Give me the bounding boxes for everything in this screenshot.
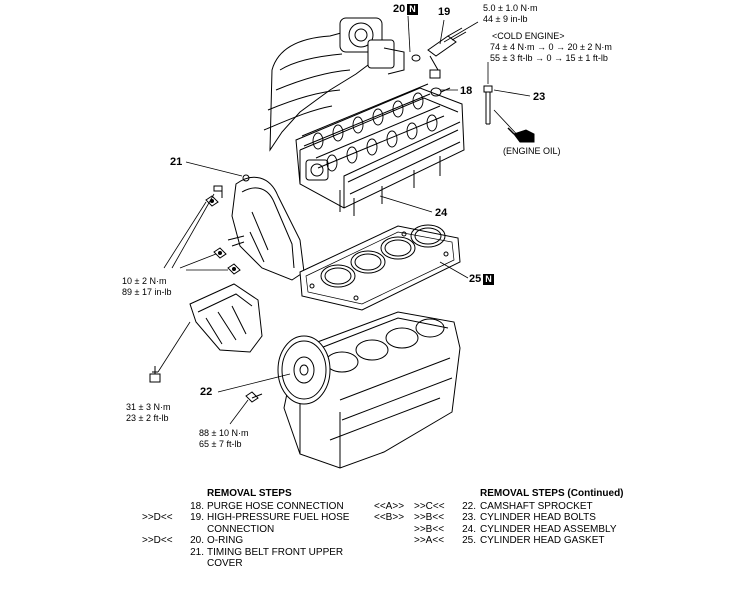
removal-steps-title: REMOVAL STEPS: [207, 488, 292, 499]
removal-steps-continued-title: REMOVAL STEPS (Continued): [480, 488, 624, 499]
step-text: CYLINDER HEAD GASKET: [480, 535, 605, 546]
callout-23: 23: [533, 91, 546, 103]
torque-fuel-hose-line1: 5.0 ± 1.0 N·m: [483, 3, 538, 13]
step-number: 22.: [462, 500, 476, 512]
step-number: 18.: [190, 500, 204, 512]
cylinder-block: [283, 311, 461, 469]
callout-18: 18: [460, 85, 473, 97]
torque-fuel-hose-line2: 44 ± 9 in-lb: [483, 14, 528, 24]
removal-steps-continued: REMOVAL STEPS (Continued) <<A>> >>C<< 22…: [374, 488, 634, 547]
step-mark-install: >>A<<: [414, 535, 445, 546]
step-row: >>D<< 20. O-RING: [140, 535, 370, 547]
torque-fuel-hose: 5.0 ± 1.0 N·m 44 ± 9 in-lb: [483, 3, 537, 25]
torque-sprocket-bolt-line2: 65 ± 7 ft-lb: [199, 439, 242, 449]
step-mark-install: >>B<<: [414, 512, 445, 523]
torque-cold-engine-line1: 74 ± 4 N·m → 0 → 20 ± 2 N·m: [490, 42, 612, 52]
callout-22: 22: [200, 386, 213, 398]
camshaft-sprocket: [277, 335, 331, 405]
step-row: COVER: [140, 558, 370, 570]
torque-cold-engine-title: <COLD ENGINE>: [492, 31, 565, 41]
callout-25-badge: N: [483, 274, 494, 285]
step-text: CYLINDER HEAD BOLTS: [480, 512, 596, 523]
step-row: >>A<< 25. CYLINDER HEAD GASKET: [374, 535, 634, 547]
torque-sprocket-bolt-line1: 88 ± 10 N·m: [199, 428, 249, 438]
fuel-hose-connector: [427, 27, 467, 79]
torque-cover-bolts-line2: 89 ± 17 in-lb: [122, 287, 172, 297]
step-row: CONNECTION: [140, 524, 370, 536]
torque-cover-bolts: 10 ± 2 N·m 89 ± 17 in-lb: [122, 276, 171, 298]
removal-steps: REMOVAL STEPS 18. PURGE HOSE CONNECTION …: [140, 488, 370, 570]
step-number: 25.: [462, 535, 476, 546]
torque-cold-engine-line2: 55 ± 3 ft-lb → 0 → 15 ± 1 ft-lb: [490, 53, 608, 63]
step-mark-install: >>B<<: [414, 523, 445, 535]
step-number: 23.: [462, 512, 476, 523]
step-text: CYLINDER HEAD ASSEMBLY: [480, 523, 617, 535]
callout-20-number: 20: [393, 3, 406, 15]
step-mark-removal: <<B>>: [374, 512, 405, 523]
cover-bolt-4: [227, 263, 241, 275]
engine-oil-label: (ENGINE OIL): [503, 146, 561, 156]
torque-bracket-bolt-line2: 23 ± 2 ft-lb: [126, 413, 169, 423]
callout-21: 21: [170, 156, 183, 168]
step-row: <<B>> >>B<< 23. CYLINDER HEAD BOLTS: [374, 512, 634, 524]
step-text: HIGH-PRESSURE FUEL HOSE: [207, 512, 350, 523]
step-row: >>B<< 24. CYLINDER HEAD ASSEMBLY: [374, 524, 634, 536]
step-number: 21.: [190, 546, 204, 558]
cylinder-head-gasket: [299, 224, 461, 311]
bracket-bolt: [149, 366, 161, 383]
step-row: >>D<< 19. HIGH-PRESSURE FUEL HOSE: [140, 512, 370, 524]
step-mark-install: >>D<<: [142, 512, 173, 523]
step-row: 18. PURGE HOSE CONNECTION: [140, 501, 370, 513]
torque-cold-engine: <COLD ENGINE> 74 ± 4 N·m → 0 → 20 ± 2 N·…: [490, 31, 612, 64]
cylinder-head-assembly: [263, 17, 465, 216]
step-mark-install: >>D<<: [142, 535, 173, 546]
oil-can-icon: [507, 127, 535, 143]
o-ring: [411, 54, 421, 62]
callout-24: 24: [435, 207, 448, 219]
step-text: CONNECTION: [207, 523, 275, 535]
leader-lines: [157, 15, 531, 425]
sprocket-bolt: [245, 391, 263, 403]
step-number: 24.: [462, 523, 476, 535]
engine-bracket: [189, 283, 263, 353]
callout-25-number: 25: [469, 273, 482, 285]
step-text: CAMSHAFT SPROCKET: [480, 500, 593, 512]
step-row: 21. TIMING BELT FRONT UPPER: [140, 547, 370, 559]
cylinder-head-bolt: [483, 85, 493, 125]
torque-cover-bolts-line1: 10 ± 2 N·m: [122, 276, 167, 286]
step-mark-install: >>C<<: [414, 500, 445, 512]
torque-bracket-bolt: 31 ± 3 N·m 23 ± 2 ft-lb: [126, 402, 170, 424]
step-text: O-RING: [207, 535, 244, 546]
cover-bolt-3: [213, 247, 227, 259]
callout-20-badge: N: [407, 4, 418, 15]
step-text: TIMING BELT FRONT UPPER: [207, 546, 344, 558]
timing-belt-upper-cover: [231, 174, 305, 281]
step-text: COVER: [207, 558, 243, 569]
cover-bolt-2: [213, 185, 223, 198]
step-number: 20.: [190, 535, 204, 546]
torque-bracket-bolt-line1: 31 ± 3 N·m: [126, 402, 171, 412]
step-row: <<A>> >>C<< 22. CAMSHAFT SPROCKET: [374, 501, 634, 513]
step-number: 19.: [190, 512, 204, 523]
step-mark-removal: <<A>>: [374, 500, 405, 512]
cover-bolt-1: [205, 195, 219, 207]
torque-sprocket-bolt: 88 ± 10 N·m 65 ± 7 ft-lb: [199, 428, 248, 450]
callout-19: 19: [438, 6, 451, 18]
step-text: PURGE HOSE CONNECTION: [207, 500, 344, 512]
